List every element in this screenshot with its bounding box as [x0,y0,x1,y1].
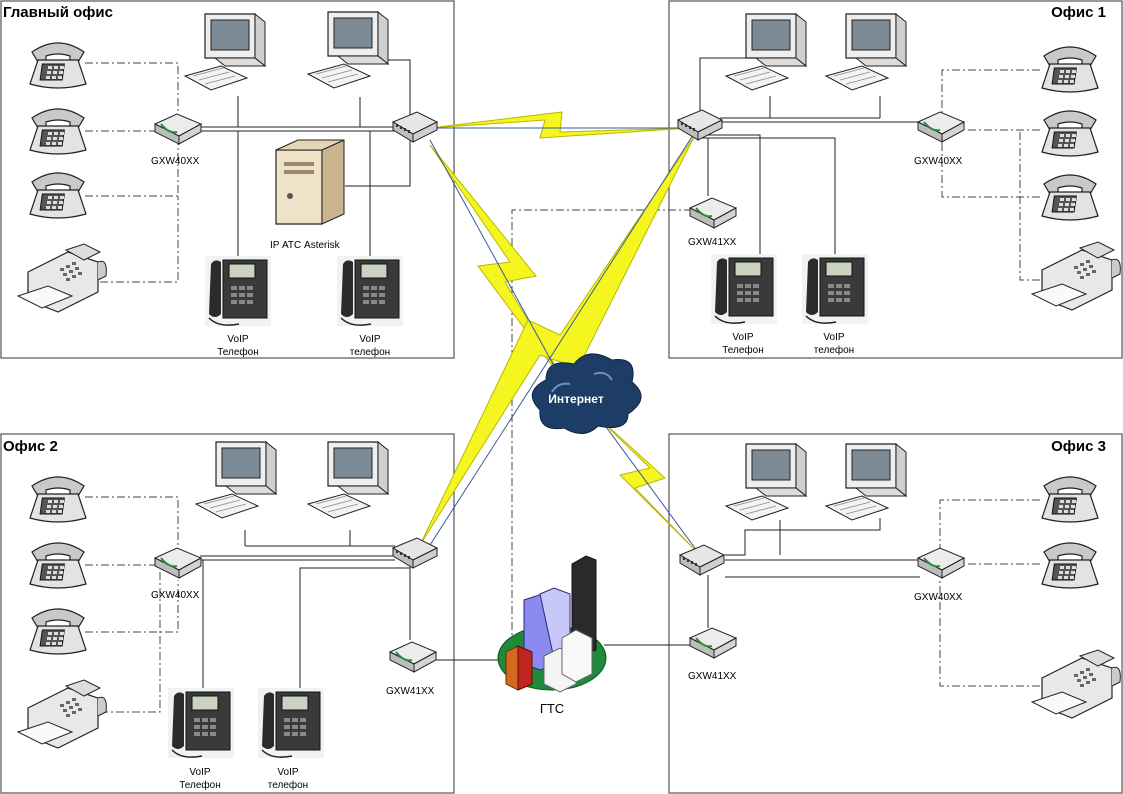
computer-icon [825,13,907,91]
fax-icon [17,679,107,749]
desk-phone-icon [29,108,87,155]
voip-label-2: телефон [350,346,390,358]
cabling [200,57,920,690]
desk-phone-icon [1041,174,1099,221]
computer-icon [195,441,277,519]
voip-label-1: VoIP [359,334,380,345]
fax-icon [1031,241,1121,311]
office1-title: Офис 1 [1051,4,1106,21]
city-icon [497,555,607,693]
gateway-label: GXW40XX [151,156,200,167]
desk-phone-icon [1041,476,1099,523]
desk-phone-icon [29,608,87,655]
voip-label-2: Телефон [179,779,220,791]
voip-label-2: телефон [268,779,308,791]
gateway-label: GXW41XX [688,671,737,682]
office2-box [0,433,455,794]
desk-phone-icon [1041,46,1099,93]
desk-phone-icon [29,42,87,89]
voip-phone-icon [801,253,869,325]
voip-label-1: VoIP [277,767,298,778]
switch-icon [392,111,438,143]
gateway-label: GXW40XX [914,156,963,167]
server-icon [275,139,345,225]
cloud-icon [531,353,642,434]
desk-phone-icon [1041,542,1099,589]
desk-phone-icon [29,172,87,219]
wan-links [419,111,701,556]
main-office-title: Главный офис [3,4,113,21]
desk-phone-icon [29,476,87,523]
gateway-icon [689,197,737,229]
gateway-icon [917,547,965,579]
voip-phone-icon [336,255,404,327]
computer-icon [725,13,807,91]
internet-label: Интернет [548,392,604,406]
voip-label-1: VoIP [227,334,248,345]
voip-label-2: Телефон [722,344,763,356]
voip-label-2: Телефон [217,346,258,358]
voip-phone-icon [167,687,235,759]
computer-icon [307,11,389,89]
voip-label-1: VoIP [732,332,753,343]
voip-label-1: VoIP [189,767,210,778]
desk-phone-icon [29,542,87,589]
voip-phone-icon [204,255,272,327]
gateway-label: GXW40XX [914,592,963,603]
voip-label-2: телефон [814,344,854,356]
switch-icon [392,537,438,569]
gateway-icon [389,641,437,673]
computer-icon [825,443,907,521]
gateway-icon [917,111,965,143]
server-label: IP АТС Asterisk [270,240,341,251]
gateway-icon [154,113,202,145]
gateway-icon [154,547,202,579]
pstn-label: ГТС [540,701,564,716]
voip-phone-icon [257,687,325,759]
computer-icon [725,443,807,521]
gateway-label: GXW41XX [386,686,435,697]
office3-box [668,433,1123,794]
office3-title: Офис 3 [1051,438,1106,455]
fax-icon [17,243,107,313]
switch-icon [679,544,725,576]
office2-title: Офис 2 [3,438,58,455]
gateway-icon [689,627,737,659]
fax-icon [1031,649,1121,719]
analog-lines [85,62,1040,713]
voip-label-1: VoIP [823,332,844,343]
gateway-label: GXW40XX [151,590,200,601]
gateway-label: GXW41XX [688,237,737,248]
voip-phone-icon [710,253,778,325]
desk-phone-icon [1041,110,1099,157]
computer-icon [307,441,389,519]
computer-icon [184,13,266,91]
